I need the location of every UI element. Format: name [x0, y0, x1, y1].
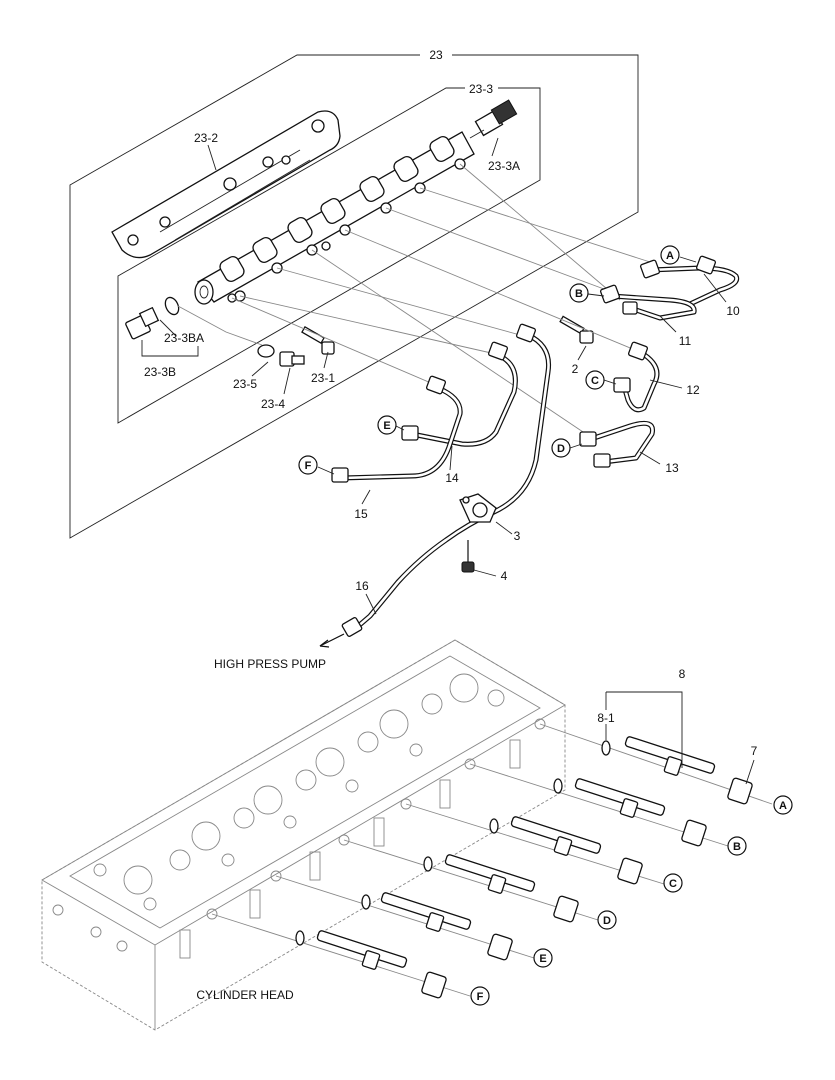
callout-bottom-A: A — [773, 795, 793, 815]
part-labels: 23 23-3 23-2 23-3A 23-3BA 23-3B 23-5 23-… — [144, 48, 758, 758]
injector-row-A — [601, 736, 753, 805]
pipe-13 — [579, 420, 656, 468]
clamp-bolt — [461, 540, 475, 573]
label-2: 2 — [572, 362, 579, 376]
cylinder-head-caption: CYLINDER HEAD — [196, 988, 294, 1002]
callout-top-A: A — [660, 245, 697, 265]
cylinder-head — [41, 639, 566, 1031]
injector-row-D — [423, 854, 579, 923]
injector-row-E — [361, 892, 513, 961]
pipe-10 — [640, 255, 740, 307]
plug-23-3B — [125, 306, 160, 340]
callout-bottom-C: C — [663, 873, 683, 893]
callout-bottom-D: D — [597, 910, 617, 930]
bolt-23-1 — [301, 326, 335, 355]
common-rail — [194, 131, 475, 305]
label-8-1: 8-1 — [597, 711, 615, 725]
o-ring-23-5 — [257, 344, 275, 358]
label-23-3A: 23-3A — [488, 159, 520, 173]
label-23-4: 23-4 — [261, 397, 285, 411]
svg-text:F: F — [305, 460, 312, 472]
assembly-23-frame — [69, 54, 639, 539]
callout-top-C: C — [585, 370, 617, 390]
label-15: 15 — [354, 507, 368, 521]
svg-text:F: F — [477, 991, 484, 1003]
svg-text:B: B — [733, 841, 741, 853]
rail-port — [320, 198, 351, 236]
label-3: 3 — [514, 529, 521, 543]
label-16: 16 — [355, 579, 369, 593]
pipe-14 — [401, 341, 518, 447]
o-ring-23-3BA — [164, 296, 180, 316]
svg-text:D: D — [603, 915, 611, 927]
pressure-sensor — [469, 99, 518, 139]
label-8: 8 — [679, 667, 686, 681]
fitting-23-4 — [279, 351, 305, 367]
callout-bottom-E: E — [533, 948, 553, 968]
label-12: 12 — [686, 383, 700, 397]
label-23-3: 23-3 — [469, 82, 493, 96]
rail-bracket — [111, 110, 341, 259]
pipe-12 — [613, 341, 660, 413]
svg-text:C: C — [591, 375, 599, 387]
callout-top-F: F — [298, 455, 335, 475]
label-7: 7 — [751, 744, 758, 758]
label-11: 11 — [679, 334, 692, 348]
cylinder-head-detail — [93, 673, 505, 911]
injector-row-B — [553, 778, 707, 847]
svg-text:C: C — [669, 878, 677, 890]
label-leaders — [141, 137, 755, 785]
callout-top-D: D — [551, 438, 583, 458]
label-23-3B: 23-3B — [144, 365, 176, 379]
svg-text:E: E — [539, 953, 546, 965]
top-callouts: A B C D E F — [298, 245, 697, 475]
callout-bottom-F: F — [470, 986, 490, 1006]
svg-text:E: E — [383, 420, 390, 432]
pipe-11 — [600, 284, 697, 321]
svg-text:A: A — [666, 250, 674, 262]
label-13: 13 — [665, 461, 679, 475]
label-23-5: 23-5 — [233, 377, 257, 391]
rail-port — [359, 176, 392, 214]
injector-row-C — [489, 816, 643, 885]
svg-text:D: D — [557, 443, 565, 455]
bottom-callouts: A B C D E F — [470, 795, 793, 1006]
high-press-pump-caption: HIGH PRESS PUMP — [214, 657, 326, 671]
svg-text:A: A — [779, 800, 787, 812]
injector-row-F — [295, 930, 447, 999]
label-23-3BA: 23-3BA — [164, 331, 204, 345]
cylinder-head-side-ports — [52, 718, 546, 959]
callout-bottom-B: B — [727, 836, 747, 856]
pipe-clamp — [459, 493, 497, 523]
label-14: 14 — [445, 471, 459, 485]
label-23-2: 23-2 — [194, 131, 218, 145]
svg-text:B: B — [575, 288, 583, 300]
pipe-15 — [331, 375, 463, 483]
label-23: 23 — [429, 48, 443, 62]
label-4: 4 — [501, 569, 508, 583]
label-10: 10 — [726, 304, 740, 318]
callout-top-B: B — [569, 283, 605, 303]
callout-top-E: E — [377, 415, 405, 435]
assembly-23-3-frame — [117, 87, 541, 424]
label-23-1: 23-1 — [311, 371, 335, 385]
bolt-2 — [559, 315, 594, 344]
